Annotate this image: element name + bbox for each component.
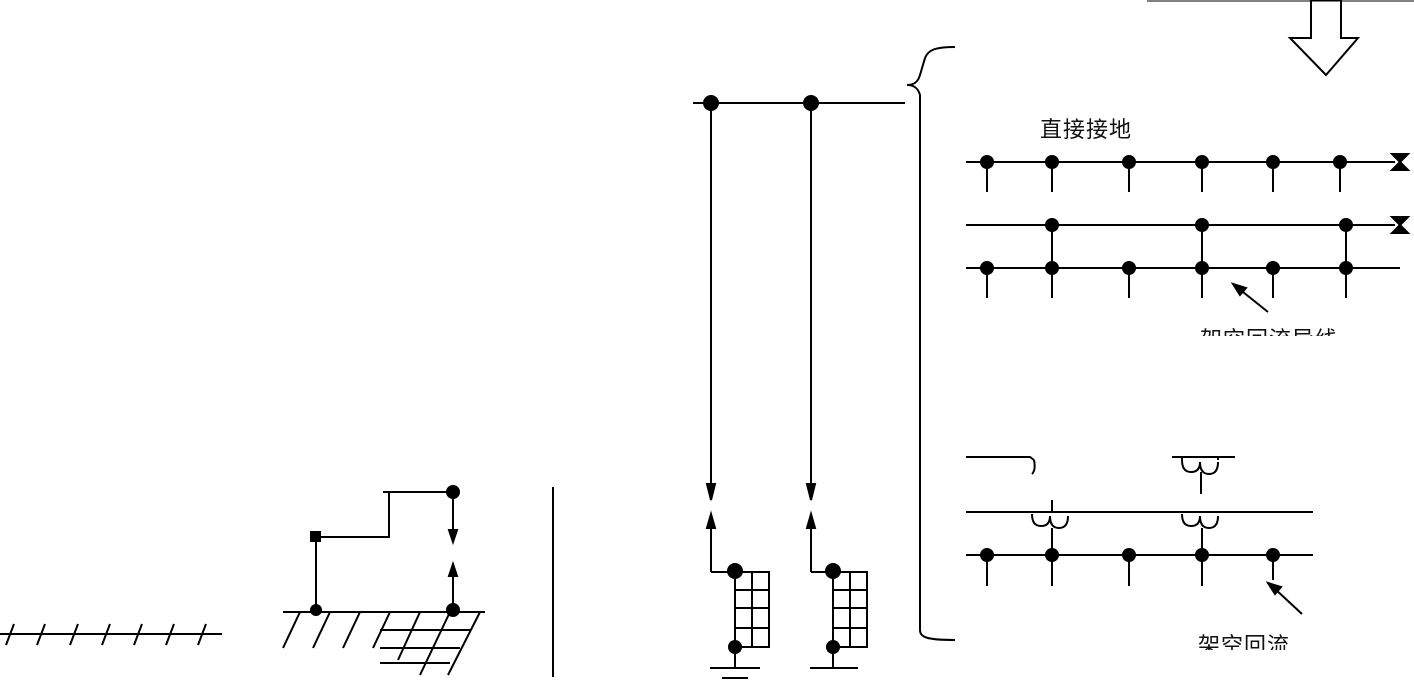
node [310, 604, 322, 616]
arrow-up-icon [705, 510, 717, 529]
transformer-icon [1181, 513, 1219, 530]
insulator-icon [1389, 153, 1411, 171]
middle-panel [693, 95, 905, 679]
left-panel [0, 485, 485, 676]
arrow-down-icon [805, 483, 817, 501]
brace-icon [906, 46, 956, 641]
node [446, 603, 460, 617]
overhead-return-section [966, 216, 1411, 313]
ground-grid [380, 629, 470, 664]
rail-grid-left [734, 571, 770, 648]
arrow-down-icon [705, 483, 717, 501]
ground-hatch-right [282, 611, 481, 676]
arrow-up-icon [805, 510, 817, 529]
rail-grid-right [832, 571, 868, 648]
transformer-icon [1181, 456, 1219, 494]
transformer-section [966, 456, 1313, 615]
overhead-return-wire-label: 架空回流导线 [1200, 322, 1338, 336]
node [446, 485, 460, 499]
ground-hatch-left [5, 623, 207, 646]
overhead-return-label: 架空回流 [1198, 634, 1291, 650]
transformer-icon [1031, 513, 1069, 530]
node [310, 531, 321, 542]
direct-ground-section [966, 153, 1411, 192]
conductor-path [315, 491, 453, 610]
direct-ground-label: 直接接地 [1040, 118, 1133, 143]
arrow-up-icon [447, 560, 459, 577]
arrow-down-icon [447, 529, 459, 546]
insulator-icon [1389, 216, 1411, 234]
pointer-arrow [1273, 587, 1303, 615]
ground-icon [710, 667, 760, 679]
down-arrow-icon [1147, 0, 1414, 77]
